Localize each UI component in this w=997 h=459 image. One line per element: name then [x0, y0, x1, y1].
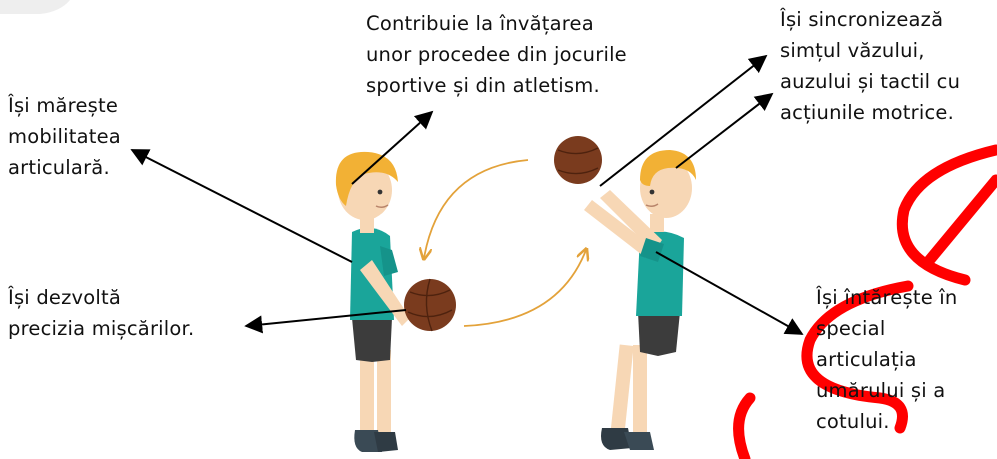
arrow-mobility	[130, 149, 353, 263]
label-line: special	[816, 317, 886, 340]
label-precision: Își dezvoltă precizia mișcărilor.	[8, 282, 194, 344]
left-child-figure	[335, 151, 410, 452]
label-joint-strength: Își întărește în special articulația umă…	[816, 282, 957, 437]
label-senses-sync: Își sincronizează simțul văzului, auzulu…	[780, 4, 960, 128]
arrow-precision	[244, 309, 407, 334]
label-line: auzului și tactil cu	[780, 70, 961, 93]
label-sports-procedures: Contribuie la învățarea unor procedee di…	[366, 8, 627, 101]
arrow-sports	[351, 110, 434, 185]
label-line: articulația	[816, 348, 917, 371]
label-line: simțul văzului,	[780, 39, 925, 62]
label-line: precizia mișcărilor.	[8, 317, 195, 340]
label-line: Își mărește	[8, 94, 119, 117]
right-child-figure	[584, 150, 696, 450]
label-mobility: Își mărește mobilitatea articulară.	[8, 90, 121, 183]
label-line: acțiunile motrice.	[780, 101, 955, 124]
arrow-senses-2	[675, 92, 774, 169]
corner-fragment	[0, 0, 70, 14]
arrow-senses-1	[599, 54, 768, 187]
label-line: mobilitatea	[8, 125, 121, 148]
label-line: Își dezvoltă	[8, 286, 122, 309]
motion-curve-pass	[424, 159, 529, 258]
label-line: sportive și din atletism.	[366, 74, 600, 97]
label-line: Își întărește în	[816, 286, 958, 309]
ball-left	[404, 278, 456, 332]
red-annotation-marks	[733, 144, 997, 459]
arrow-strength	[655, 251, 804, 335]
label-line: umărului și a	[816, 379, 946, 402]
label-line: unor procedee din jocurile	[366, 43, 627, 66]
label-line: Își sincronizează	[780, 8, 944, 31]
motion-curve-return	[463, 250, 586, 327]
label-line: cotului.	[816, 410, 890, 433]
ball-right	[554, 136, 602, 184]
label-line: Contribuie la învățarea	[366, 12, 594, 35]
label-line: articulară.	[8, 156, 110, 179]
